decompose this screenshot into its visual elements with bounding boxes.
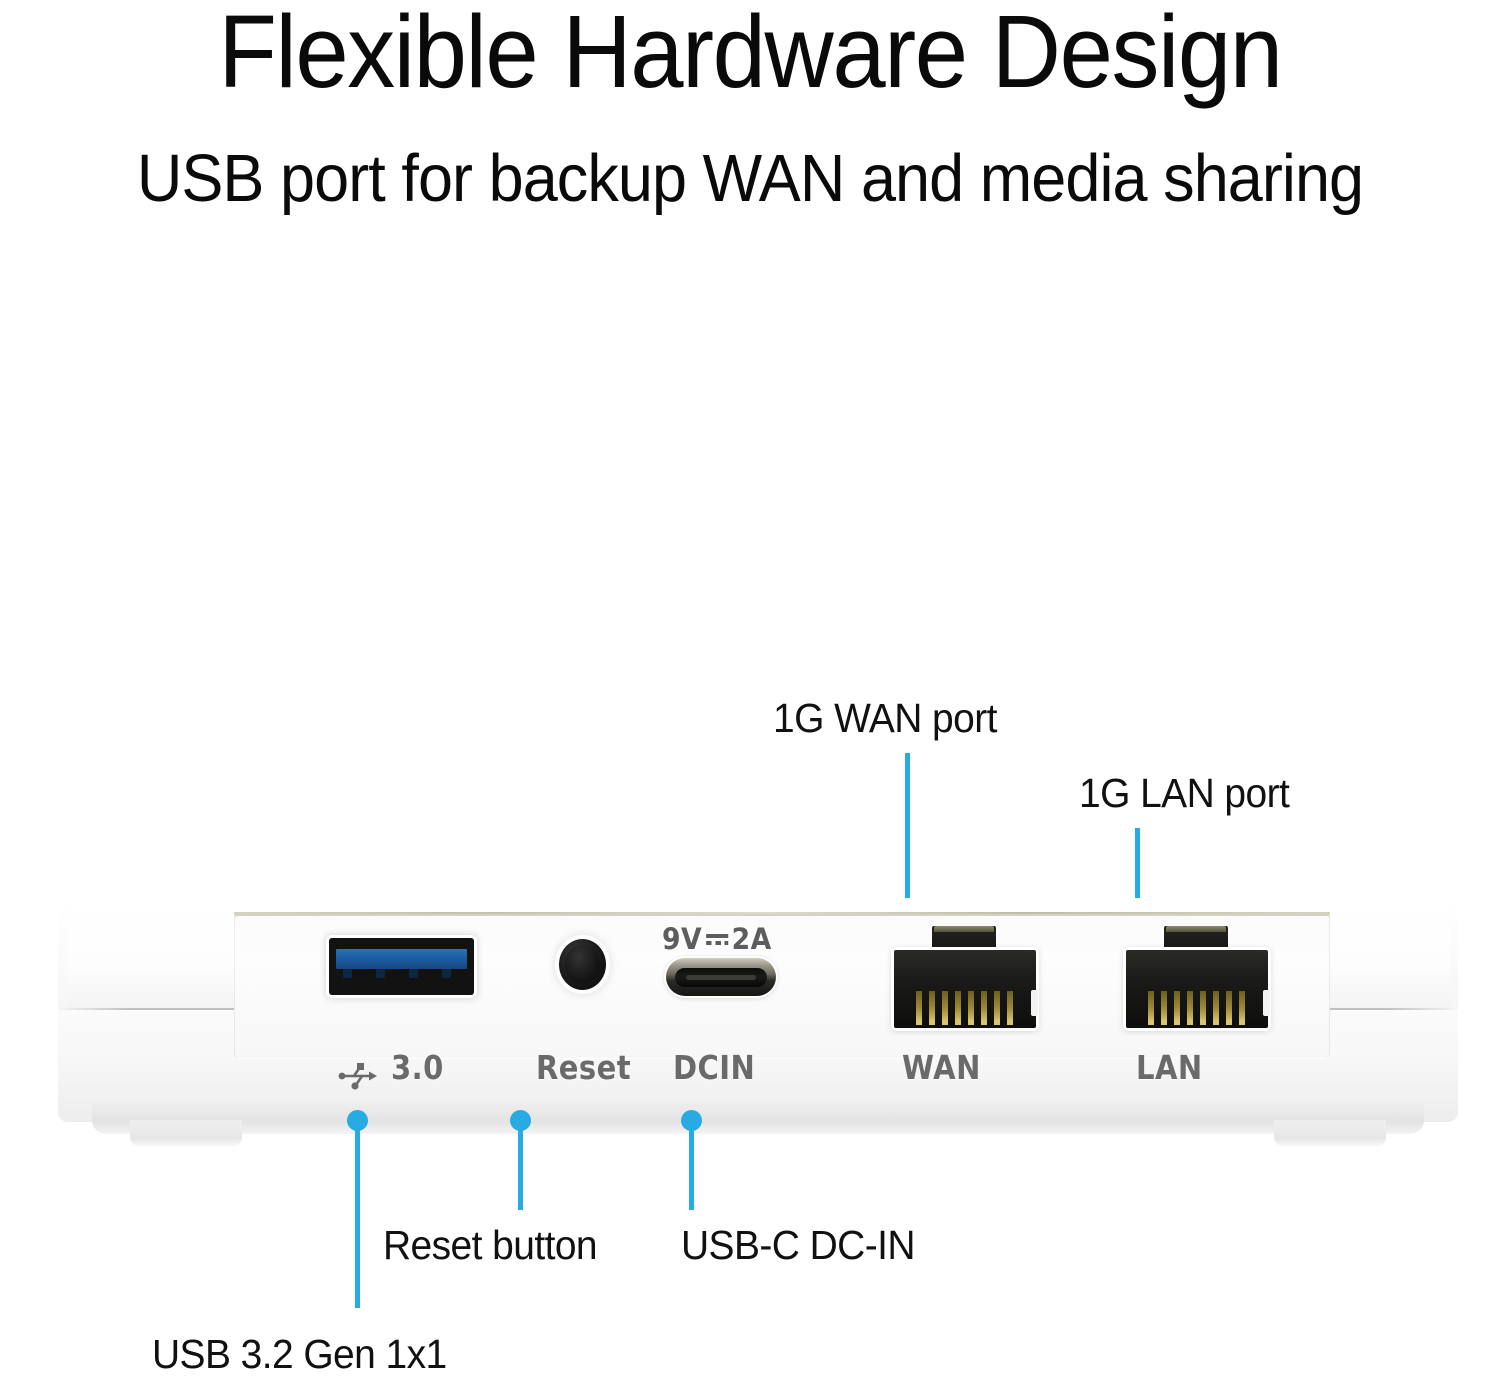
callout-label-usb-c: USB-C DC-IN xyxy=(681,1222,915,1268)
callout-label-reset: Reset button xyxy=(383,1222,598,1268)
chassis-base-bevel xyxy=(92,1104,1424,1134)
usb-trident-icon xyxy=(336,1061,382,1091)
usb-c-tongue xyxy=(686,975,756,980)
lan-gold-pins xyxy=(1148,991,1246,1025)
lan-key-slot xyxy=(1263,990,1270,1016)
port-bay-top-edge xyxy=(234,912,1330,915)
usb-a-blue-insert xyxy=(336,949,467,969)
page-subtitle: USB port for backup WAN and media sharin… xyxy=(136,141,1364,216)
leader-line-wan-port xyxy=(905,753,910,919)
leader-line-lan-port xyxy=(1135,828,1140,919)
wan-jack-body xyxy=(894,950,1038,1028)
leader-line-usb-c xyxy=(689,1120,694,1210)
usb-c-port[interactable] xyxy=(666,958,776,996)
silkscreen-label-lan: LAN xyxy=(1136,1048,1203,1087)
wan-port[interactable] xyxy=(894,926,1038,1028)
lan-port[interactable] xyxy=(1126,926,1270,1028)
power-rating-mark: 9V 2A xyxy=(662,922,772,956)
callout-label-usb-a: USB 3.2 Gen 1x1 xyxy=(152,1331,447,1377)
silkscreen-label-wan: WAN xyxy=(902,1048,981,1087)
wan-key-slot xyxy=(1031,990,1038,1016)
usb-a-contacts xyxy=(343,969,461,978)
page-title: Flexible Hardware Design xyxy=(218,0,1283,109)
silkscreen-label-usb: 3.0 xyxy=(391,1048,444,1087)
chassis-foot-left xyxy=(130,1120,242,1146)
lan-jack-body xyxy=(1126,950,1270,1028)
silkscreen-label-reset: Reset xyxy=(536,1048,632,1087)
chassis-foot-right xyxy=(1274,1120,1386,1146)
rating-current: 2A xyxy=(731,922,772,956)
router-device: 9V 2A xyxy=(58,898,1458,1154)
leader-line-reset xyxy=(518,1120,523,1210)
reset-button[interactable] xyxy=(559,939,606,990)
callout-label-lan-port: 1G LAN port xyxy=(1079,770,1290,816)
rating-voltage: 9V xyxy=(662,922,703,956)
callout-label-wan-port: 1G WAN port xyxy=(773,695,997,741)
silkscreen-label-dcin: DCIN xyxy=(673,1048,756,1087)
usb-a-port[interactable] xyxy=(329,938,474,995)
dc-current-symbol-icon xyxy=(705,933,729,945)
leader-line-usb-a xyxy=(355,1120,360,1308)
wan-gold-pins xyxy=(916,991,1014,1025)
